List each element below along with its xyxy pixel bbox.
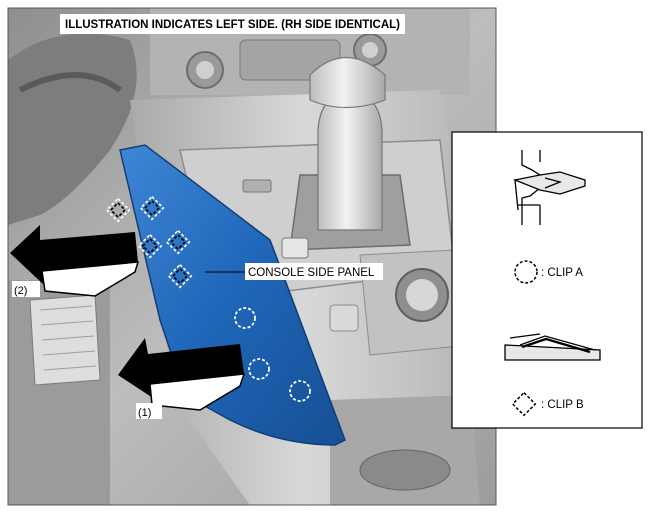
title-bg [60, 14, 405, 34]
clip-b-legend-icon [511, 391, 537, 417]
console-button [329, 304, 359, 332]
clip-b-5 [167, 263, 193, 289]
shift-knob [309, 56, 386, 109]
commander-knob-center [406, 279, 438, 311]
pedal [29, 294, 101, 386]
pedal-ribs [39, 305, 97, 371]
clip-a-legend-icon [514, 260, 538, 284]
clip-b-2 [139, 195, 165, 221]
clip-b-3 [137, 233, 163, 259]
clip-a-3 [289, 380, 311, 402]
clip-b-4 [165, 229, 191, 255]
clip-b-legend-label: : CLIP B [541, 399, 584, 411]
arrow-2-label: (2) [14, 285, 27, 297]
knob-left-center [196, 61, 214, 79]
clip-a-1 [234, 307, 256, 329]
knob-right-center [362, 42, 378, 58]
clip-a-drawing [512, 150, 586, 225]
shift-lever [317, 94, 383, 231]
legend-box: : CLIP A : CLIP B [451, 131, 643, 429]
arrow-1 [118, 338, 246, 411]
console-slot [242, 179, 272, 193]
clip-b-drawing [504, 333, 601, 361]
arrow-2 [10, 225, 140, 297]
panel-label-bg [245, 263, 383, 280]
clip-a-markers [234, 307, 311, 402]
console-side-panel [119, 144, 346, 446]
clip-a-legend-label: : CLIP A [541, 267, 583, 279]
console-switch [281, 237, 309, 259]
illustration-title: ILLUSTRATION INDICATES LEFT SIDE. (RH SI… [65, 19, 400, 31]
arrow-2-label-bg [12, 281, 40, 297]
arrow-1-label-bg [136, 403, 162, 419]
cup-holder [359, 449, 451, 491]
clip-a-2 [248, 358, 270, 380]
steering-wheel-rim [18, 72, 122, 93]
console-side-panel-label: CONSOLE SIDE PANEL [248, 267, 375, 279]
arrow-1-label: (1) [138, 407, 151, 419]
